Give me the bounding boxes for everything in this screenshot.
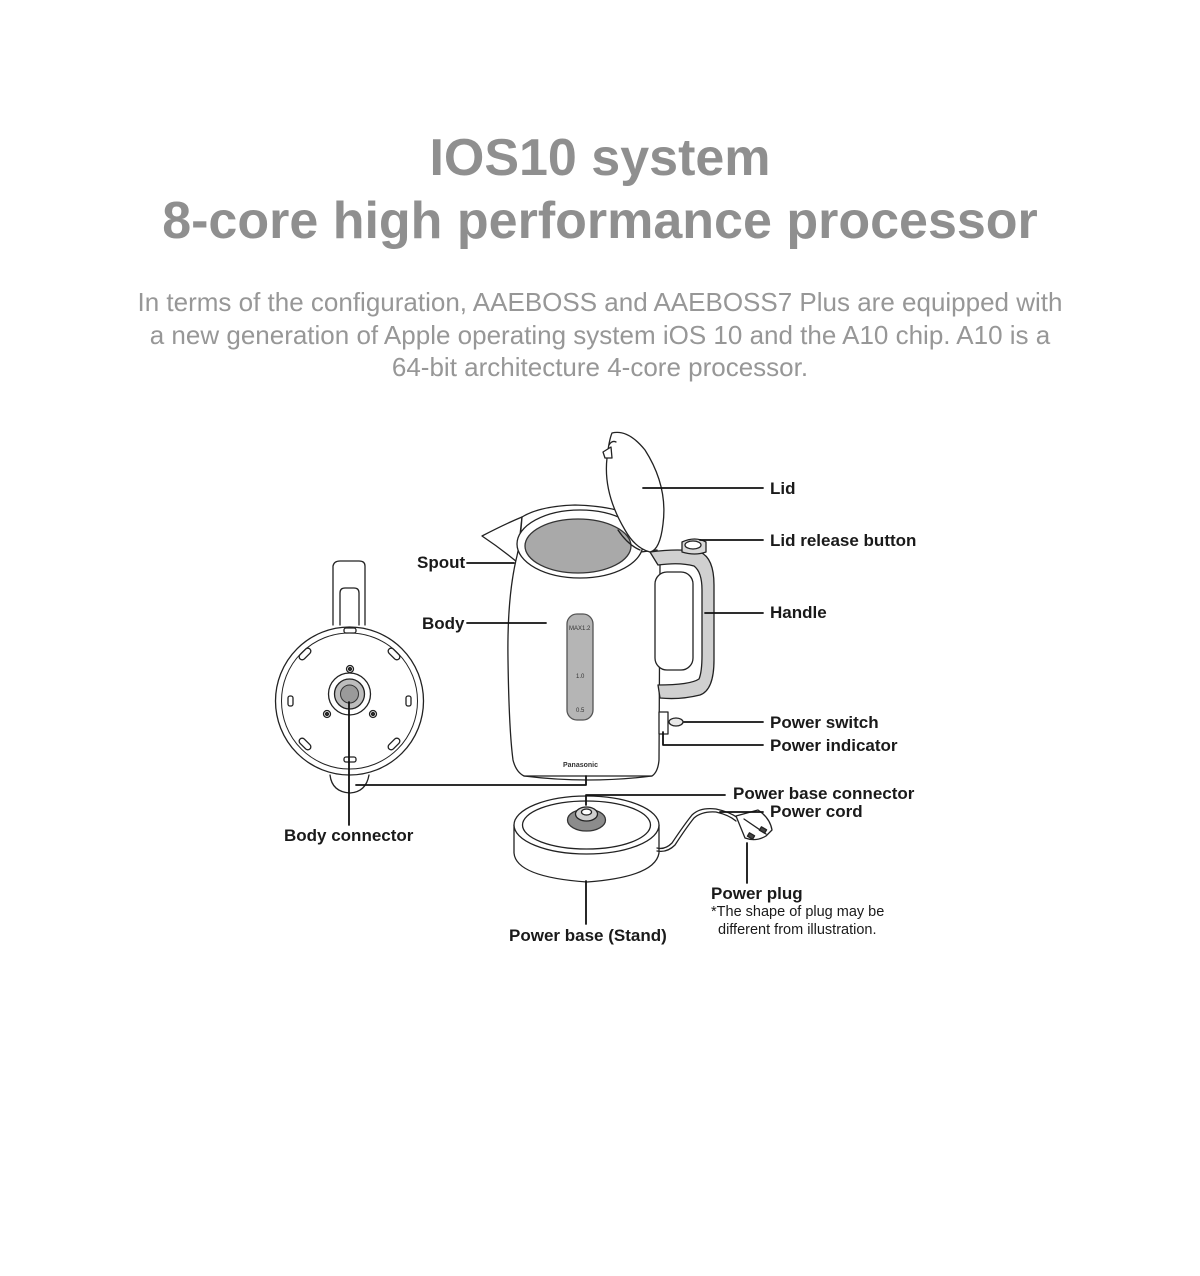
label-body: Body: [422, 614, 465, 633]
label-body-connector: Body connector: [284, 826, 414, 845]
gauge-mid-label: 1.0: [576, 674, 585, 680]
plug-note-line-1: *The shape of plug may be: [711, 904, 885, 920]
gauge-max-label: MAX1.2: [569, 626, 591, 632]
headline-line-1: IOS10 system: [429, 129, 771, 187]
label-handle: Handle: [770, 603, 827, 622]
label-lid: Lid: [770, 479, 796, 498]
label-power-cord: Power cord: [770, 802, 863, 821]
brand-label: Panasonic: [563, 762, 599, 769]
kettle-body-illustration: [481, 431, 715, 781]
power-base-illustration: [513, 795, 773, 883]
label-power-switch: Power switch: [770, 713, 879, 732]
description-line-3: 64-bit architecture 4-core processor.: [391, 352, 809, 382]
label-spout: Spout: [417, 553, 466, 572]
description-line-1: In terms of the configuration, AAEBOSS a…: [137, 287, 1063, 317]
label-power-indicator: Power indicator: [770, 736, 898, 755]
description-line-2: a new generation of Apple operating syst…: [149, 320, 1051, 350]
label-power-plug: Power plug: [711, 884, 803, 903]
kettle-bottom-view-illustration: [274, 560, 425, 794]
leader-lines: [348, 487, 764, 925]
plug-note-line-2: different from illustration.: [718, 922, 877, 938]
label-lid-release-button: Lid release button: [770, 531, 917, 550]
label-power-base-stand: Power base (Stand): [509, 926, 667, 945]
label-power-base-connector: Power base connector: [733, 784, 915, 803]
headline-line-2: 8-core high performance processor: [162, 192, 1038, 250]
gauge-min-label: 0.5: [576, 708, 585, 714]
